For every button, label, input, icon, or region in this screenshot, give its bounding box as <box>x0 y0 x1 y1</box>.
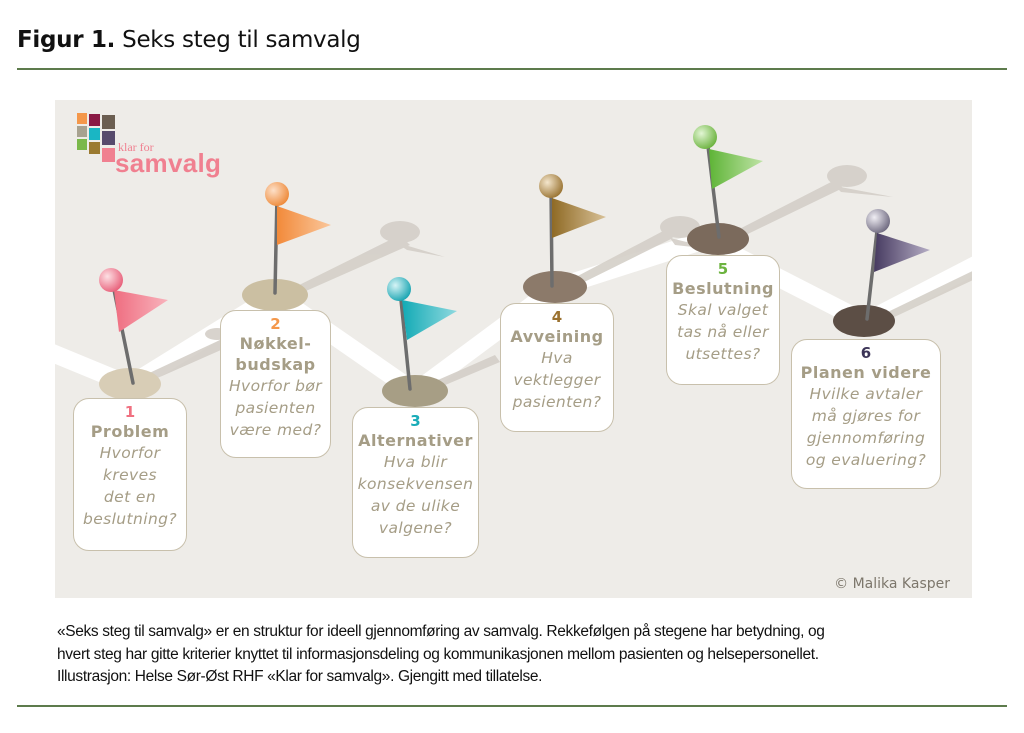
logo-tiles <box>77 113 115 162</box>
step-number: 6 <box>860 344 872 362</box>
step-number: 3 <box>410 412 421 430</box>
logo-text-small: klar for <box>118 140 154 154</box>
step-question-line: Hvorfor bør <box>228 377 323 395</box>
step-question-line: være med? <box>229 421 322 439</box>
step-question-line: Skal valget <box>677 301 769 319</box>
step-question-line: valgene? <box>378 519 453 537</box>
step-question-line: vektlegger <box>513 371 601 389</box>
step-question-line: beslutning? <box>82 510 178 528</box>
illustration-panel: klar for samvalg 1 Problem Hvorfor kreve… <box>55 100 972 598</box>
step-card-4: 4 Avveining Hva vektlegger pasienten? <box>500 303 614 432</box>
step-card-5: 5 Beslutning Skal valget tas nå eller ut… <box>666 255 780 385</box>
step-card-3: 3 Alternativer Hva blir konsekvensen av … <box>352 407 479 558</box>
step-number: 5 <box>717 260 729 278</box>
path-illustration <box>55 113 972 407</box>
step-question-line: konsekvensen <box>357 475 474 493</box>
figure-label: Figur 1. <box>17 27 116 53</box>
top-divider <box>17 68 1007 70</box>
caption-line: «Seks steg til samvalg» er en struktur f… <box>57 623 825 640</box>
copyright-credit: © Malika Kasper <box>834 576 950 592</box>
step-question-line: kreves <box>102 466 158 484</box>
step-question-line: må gjøres for <box>811 407 921 425</box>
step-card-6: 6 Planen videre Hvilke avtaler må gjøres… <box>791 339 941 489</box>
step-title: Beslutning <box>672 279 774 298</box>
step-title: Alternativer <box>358 431 473 450</box>
step-number: 1 <box>124 403 136 421</box>
step-title: Avveining <box>510 327 604 346</box>
caption-line: hvert steg har gitte kriterier knyttet t… <box>57 645 819 663</box>
step-question-line: tas nå eller <box>677 323 769 341</box>
logo-text-big: samvalg <box>115 148 222 178</box>
step-question-line: Hvilke avtaler <box>809 385 923 403</box>
step-question-line: pasienten <box>235 399 316 417</box>
step-question-line: pasienten? <box>512 393 602 411</box>
step-title: Planen videre <box>800 363 932 382</box>
bottom-divider <box>17 705 1007 707</box>
step-question-line: og evaluering? <box>805 451 927 469</box>
step-number: 4 <box>551 308 563 326</box>
step-question-line: av de ulike <box>370 497 461 515</box>
step-question-line: utsettes? <box>685 345 761 363</box>
step-question-line: gjennomføring <box>806 429 926 447</box>
step-question-line: det en <box>103 488 157 506</box>
step-question-line: Hva blir <box>383 453 448 471</box>
caption-line: Illustrasjon: Helse Sør-Øst RHF «Klar fo… <box>57 668 543 685</box>
step-title-line: Nøkkel- <box>239 334 312 353</box>
figure-title-text: Seks steg til samvalg <box>122 27 361 53</box>
step-title: Problem <box>90 422 170 441</box>
step-title-line: budskap <box>235 355 316 374</box>
figure-title: Figur 1. Seks steg til samvalg <box>17 27 361 53</box>
step-card-2: 2 Nøkkel- budskap Hvorfor bør pasienten … <box>220 310 331 458</box>
step-question-line: Hva <box>541 349 573 367</box>
step-card-1: 1 Problem Hvorfor kreves det en beslutni… <box>73 398 187 551</box>
step-number: 2 <box>270 315 281 333</box>
figure-caption: «Seks steg til samvalg» er en struktur f… <box>57 621 997 689</box>
step-question-line: Hvorfor <box>99 444 161 462</box>
